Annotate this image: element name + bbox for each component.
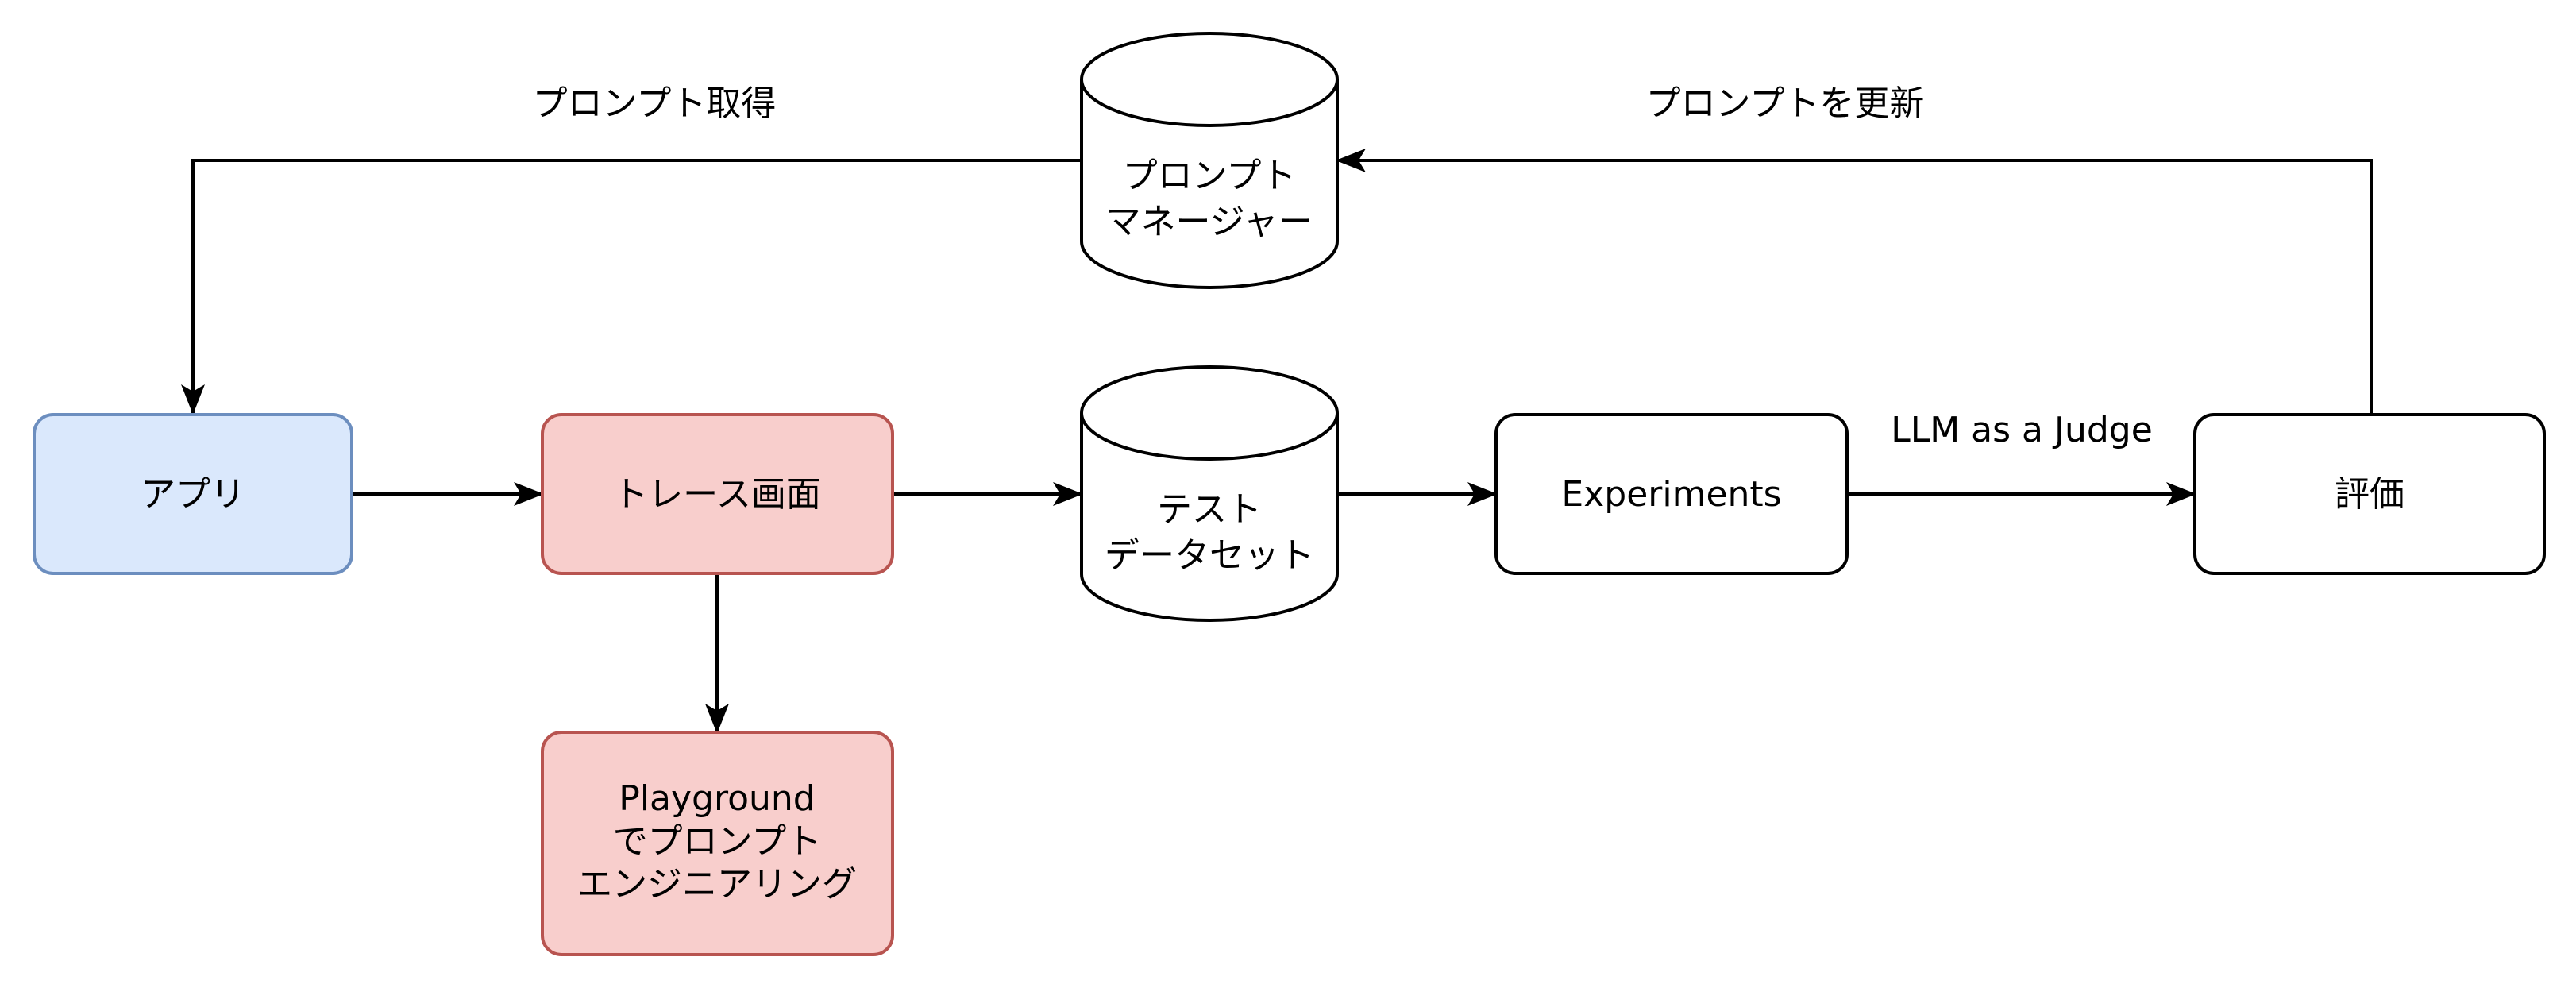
edge-prompt-manager-to-app: [181, 159, 1082, 415]
node-test-dataset-line-1: テスト: [1157, 489, 1262, 530]
edge-label-llm-judge: LLM as a Judge: [1891, 410, 2153, 450]
node-playground-line-3: エンジニアリング: [577, 864, 857, 905]
node-app-label: アプリ: [141, 474, 245, 515]
edge-label-fetch-prompt: プロンプト取得: [533, 83, 777, 124]
node-trace-screen[interactable]: トレース画面: [541, 413, 894, 575]
node-prompt-manager[interactable]: プロンプト マネージャー: [1080, 32, 1339, 289]
node-prompt-manager-line-1: プロンプト: [1123, 156, 1297, 196]
edge-label-update-prompt: プロンプトを更新: [1646, 83, 1925, 124]
node-playground-line-1: Playground: [619, 778, 815, 819]
node-playground-line-2: でプロンプト: [613, 821, 822, 862]
node-playground[interactable]: Playground でプロンプト エンジニアリング: [541, 731, 894, 956]
node-test-dataset[interactable]: テスト データセット: [1080, 365, 1339, 622]
node-trace-screen-label: トレース画面: [613, 474, 821, 515]
node-experiments-label: Experiments: [1561, 474, 1781, 515]
node-test-dataset-line-2: データセット: [1105, 535, 1314, 576]
node-evaluation[interactable]: 評価: [2193, 413, 2546, 575]
node-app[interactable]: アプリ: [33, 413, 353, 575]
node-evaluation-label: 評価: [2335, 474, 2404, 515]
edge-evaluation-to-prompt-manager: [1336, 149, 2373, 415]
node-experiments[interactable]: Experiments: [1494, 413, 1849, 575]
node-prompt-manager-line-2: マネージャー: [1106, 202, 1313, 242]
